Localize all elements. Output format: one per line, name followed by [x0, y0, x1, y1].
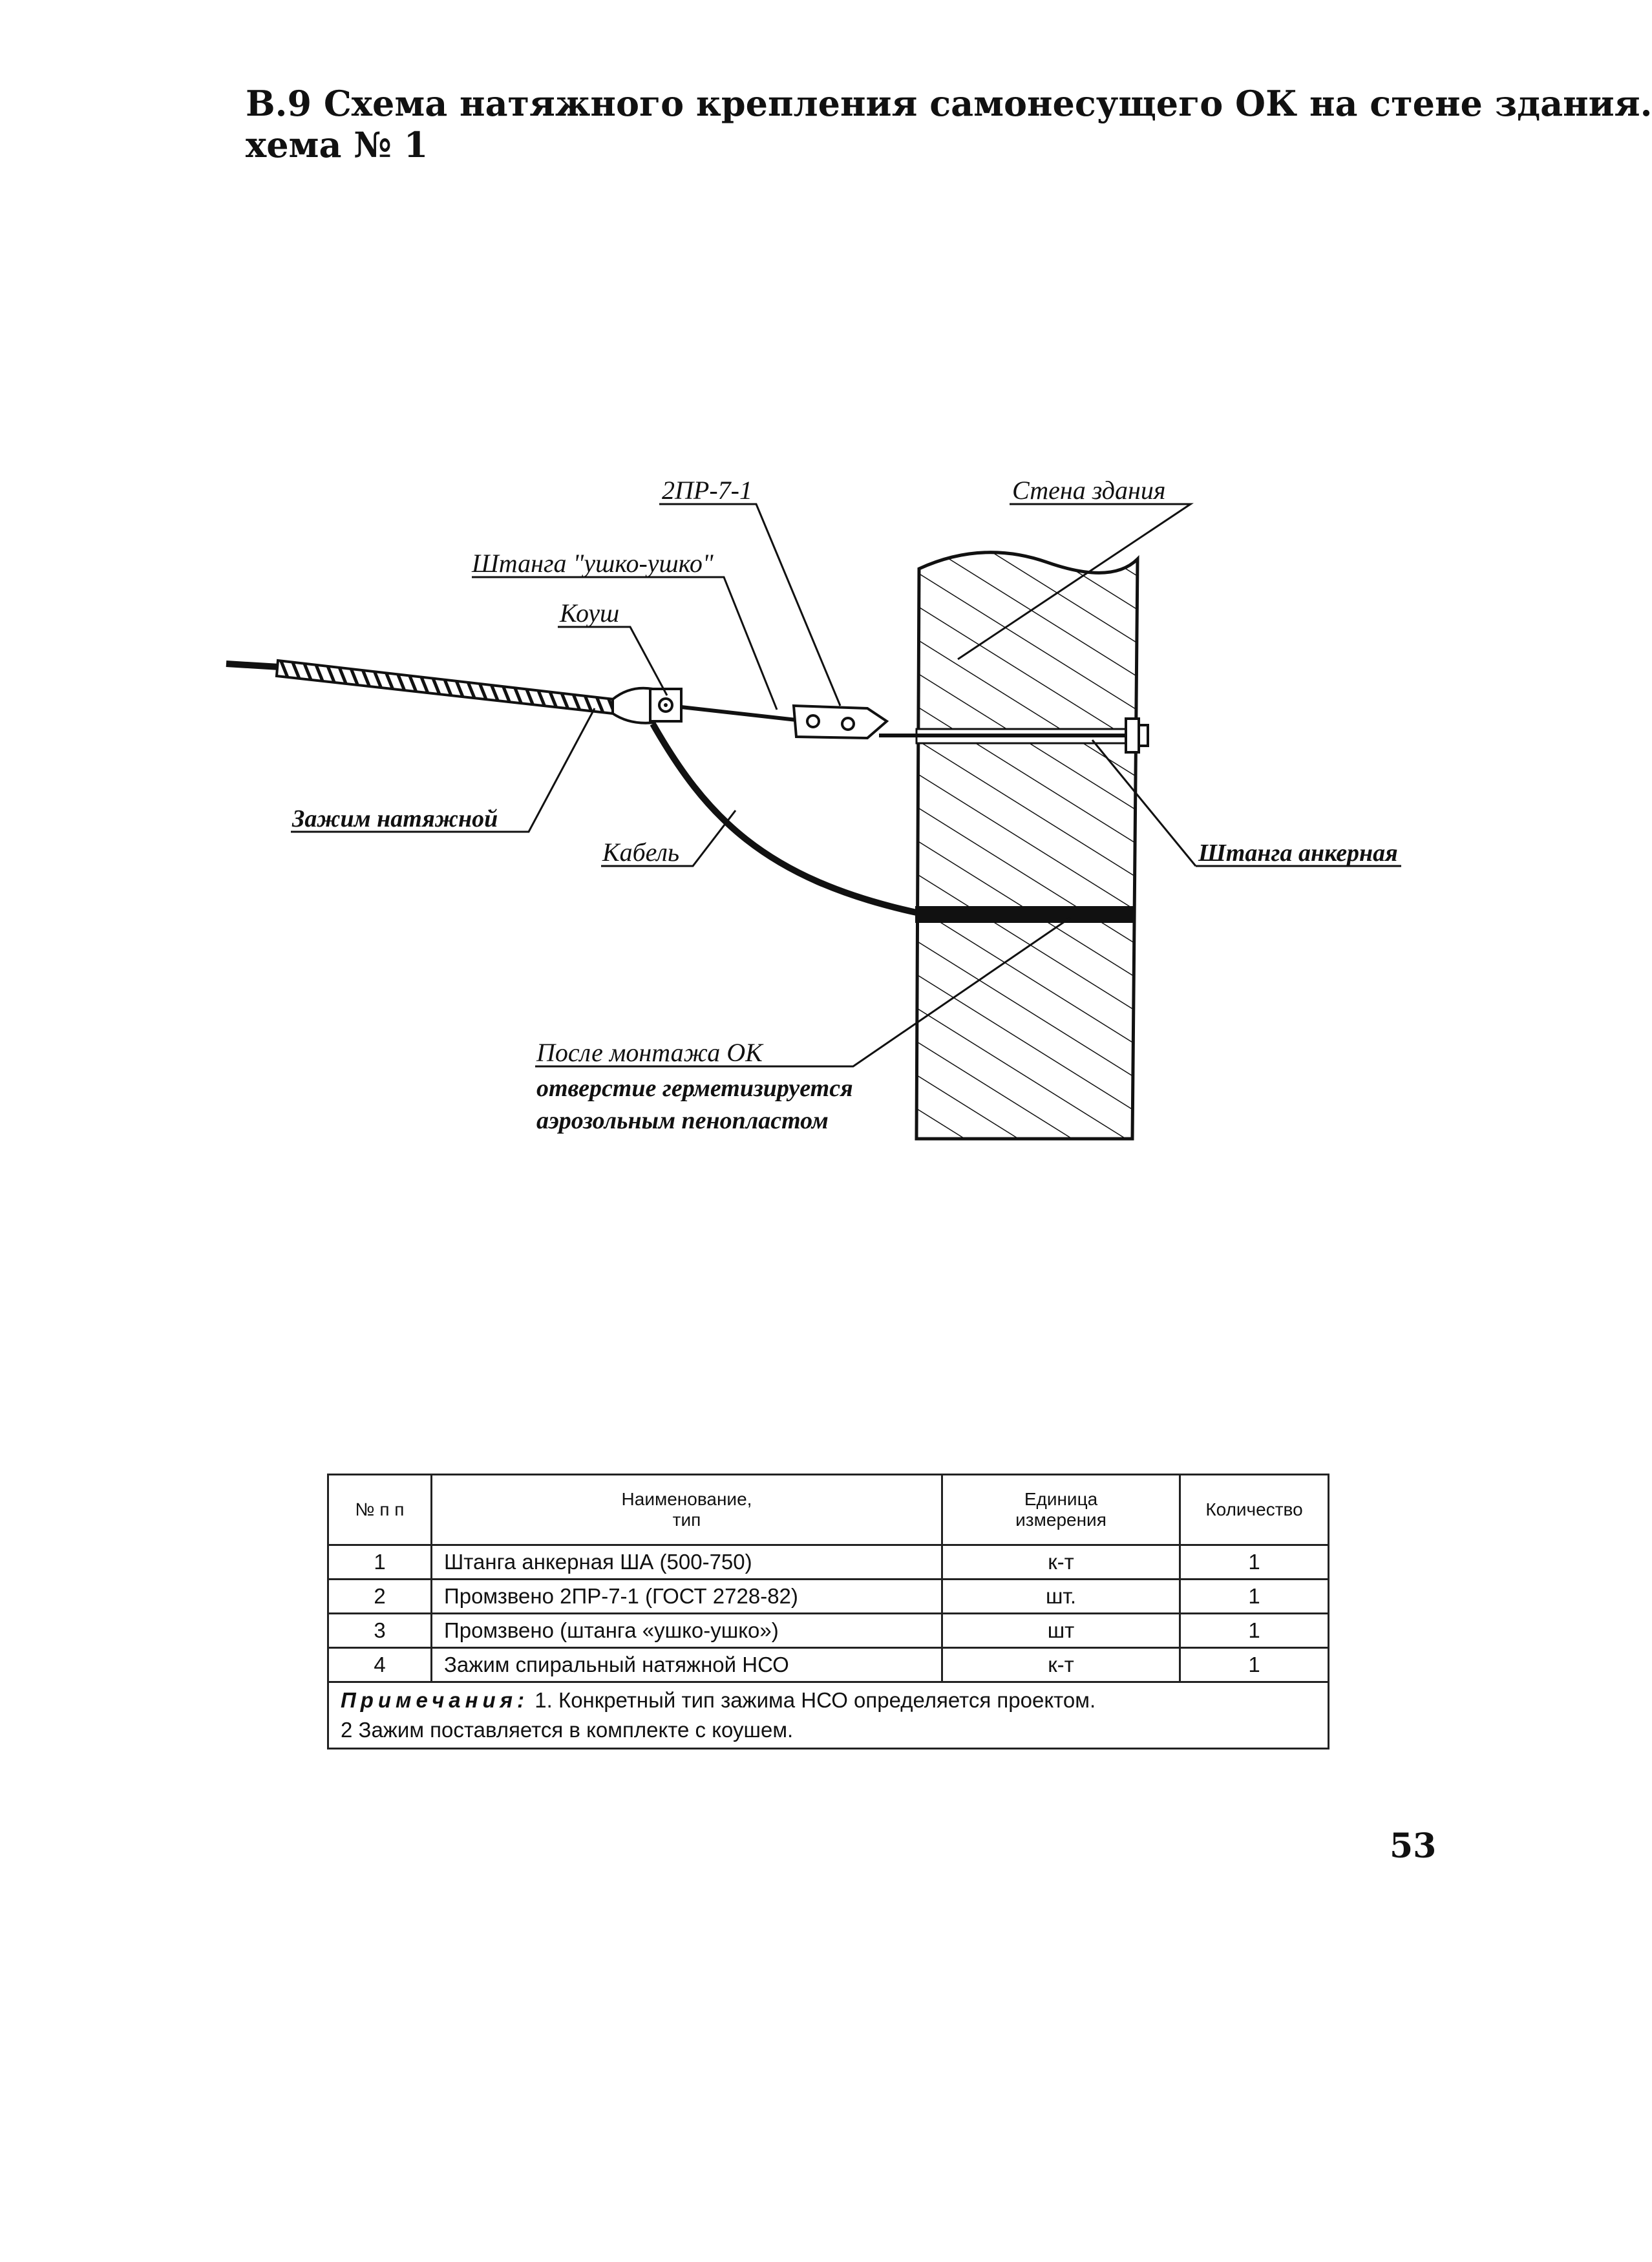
- cell-unit: к-т: [941, 1647, 1181, 1683]
- header-name: Наименование, тип: [430, 1474, 943, 1546]
- anchor-nut: [1125, 717, 1140, 754]
- header-name-line-2: тип: [672, 1510, 701, 1530]
- cell-unit: шт.: [941, 1578, 1181, 1614]
- cell-quantity: 1: [1179, 1544, 1329, 1580]
- eye-eye-rod: [681, 705, 797, 722]
- optical-cable: [650, 722, 918, 916]
- header-name-line-1: Наименование,: [621, 1489, 752, 1509]
- cell-name: Промзвено 2ПР-7-1 (ГОСТ 2728-82): [430, 1578, 943, 1614]
- cell-number: 3: [327, 1612, 432, 1649]
- table-row: 4 Зажим спиральный натяжной НСО к-т 1: [327, 1647, 1329, 1683]
- title-line-2: хема № 1: [246, 124, 429, 165]
- label-note-line-2: отверстие герметизируется: [536, 1075, 853, 1102]
- document-page: В.9 Схема натяжного крепления самонесуще…: [226, 83, 1652, 1866]
- label-cable: Кабель: [602, 838, 679, 867]
- cell-name: Зажим спиральный натяжной НСО: [430, 1647, 943, 1683]
- label-eye-eye-rod: Штанга "ушко-ушко": [471, 549, 714, 578]
- label-anchor-rod: Штанга анкерная: [1198, 840, 1398, 867]
- thimble: [611, 686, 683, 724]
- header-unit: Единица измерения: [941, 1474, 1181, 1546]
- spiral-clamp: [226, 659, 616, 715]
- table-notes-row: Примечания: 1. Конкретный тип зажима НСО…: [327, 1681, 1329, 1749]
- header-unit-line-1: Единица: [1024, 1489, 1098, 1509]
- mounting-diagram: 2ПР-7-1 Стена здания Штанга "ушко-ушко" …: [226, 476, 1401, 1141]
- label-building-wall: Стена здания: [1012, 476, 1165, 505]
- specification-table: № п п Наименование, тип Единица измерени…: [327, 1474, 1329, 1749]
- note-line-1: Примечания: 1. Конкретный тип зажима НСО…: [341, 1686, 1316, 1715]
- label-note-line-1: После монтажа ОК: [536, 1038, 764, 1067]
- cell-quantity: 1: [1179, 1612, 1329, 1649]
- cell-number: 4: [327, 1647, 432, 1683]
- cell-quantity: 1: [1179, 1647, 1329, 1683]
- label-thimble: Коуш: [559, 598, 619, 628]
- sealed-cable-hole: [915, 906, 1135, 923]
- cell-number: 1: [327, 1544, 432, 1580]
- cell-unit: шт: [941, 1612, 1181, 1649]
- table-header-row: № п п Наименование, тип Единица измерени…: [327, 1474, 1329, 1546]
- note-1-text: 1. Конкретный тип зажима НСО определяетс…: [535, 1688, 1096, 1712]
- page-title: В.9 Схема натяжного крепления самонесуще…: [246, 83, 1652, 165]
- header-quantity: Количество: [1179, 1474, 1329, 1546]
- table-row: 3 Промзвено (штанга «ушко-ушко») шт 1: [327, 1612, 1329, 1649]
- link-2pr-7-1: [792, 704, 889, 740]
- cell-name: Штанга анкерная ША (500-750): [430, 1544, 943, 1580]
- cell-quantity: 1: [1179, 1578, 1329, 1614]
- notes-heading: Примечания:: [341, 1688, 529, 1712]
- label-tension-clamp: Зажим натяжной: [291, 805, 498, 832]
- label-link-2pr: 2ПР-7-1: [662, 476, 752, 505]
- cell-name: Промзвено (штанга «ушко-ушко»): [430, 1612, 943, 1649]
- cell-number: 2: [327, 1578, 432, 1614]
- header-number: № п п: [327, 1474, 432, 1546]
- anchor-rod: [879, 717, 1149, 754]
- table-row: 1 Штанга анкерная ША (500-750) к-т 1: [327, 1544, 1329, 1580]
- header-unit-line-2: измерения: [1015, 1510, 1107, 1530]
- building-wall: [915, 551, 1139, 1141]
- title-line-1: В.9 Схема натяжного крепления самонесуще…: [246, 83, 1652, 124]
- note-2-text: 2 Зажим поставляется в комплекте с коуше…: [341, 1718, 794, 1742]
- page-number: 53: [1390, 1826, 1437, 1866]
- notes-cell: Примечания: 1. Конкретный тип зажима НСО…: [327, 1681, 1329, 1749]
- cell-unit: к-т: [941, 1544, 1181, 1580]
- table-row: 2 Промзвено 2ПР-7-1 (ГОСТ 2728-82) шт. 1: [327, 1578, 1329, 1614]
- label-note-line-3: аэрозольным пенопластом: [536, 1107, 829, 1134]
- leader-lines: [291, 503, 1401, 1068]
